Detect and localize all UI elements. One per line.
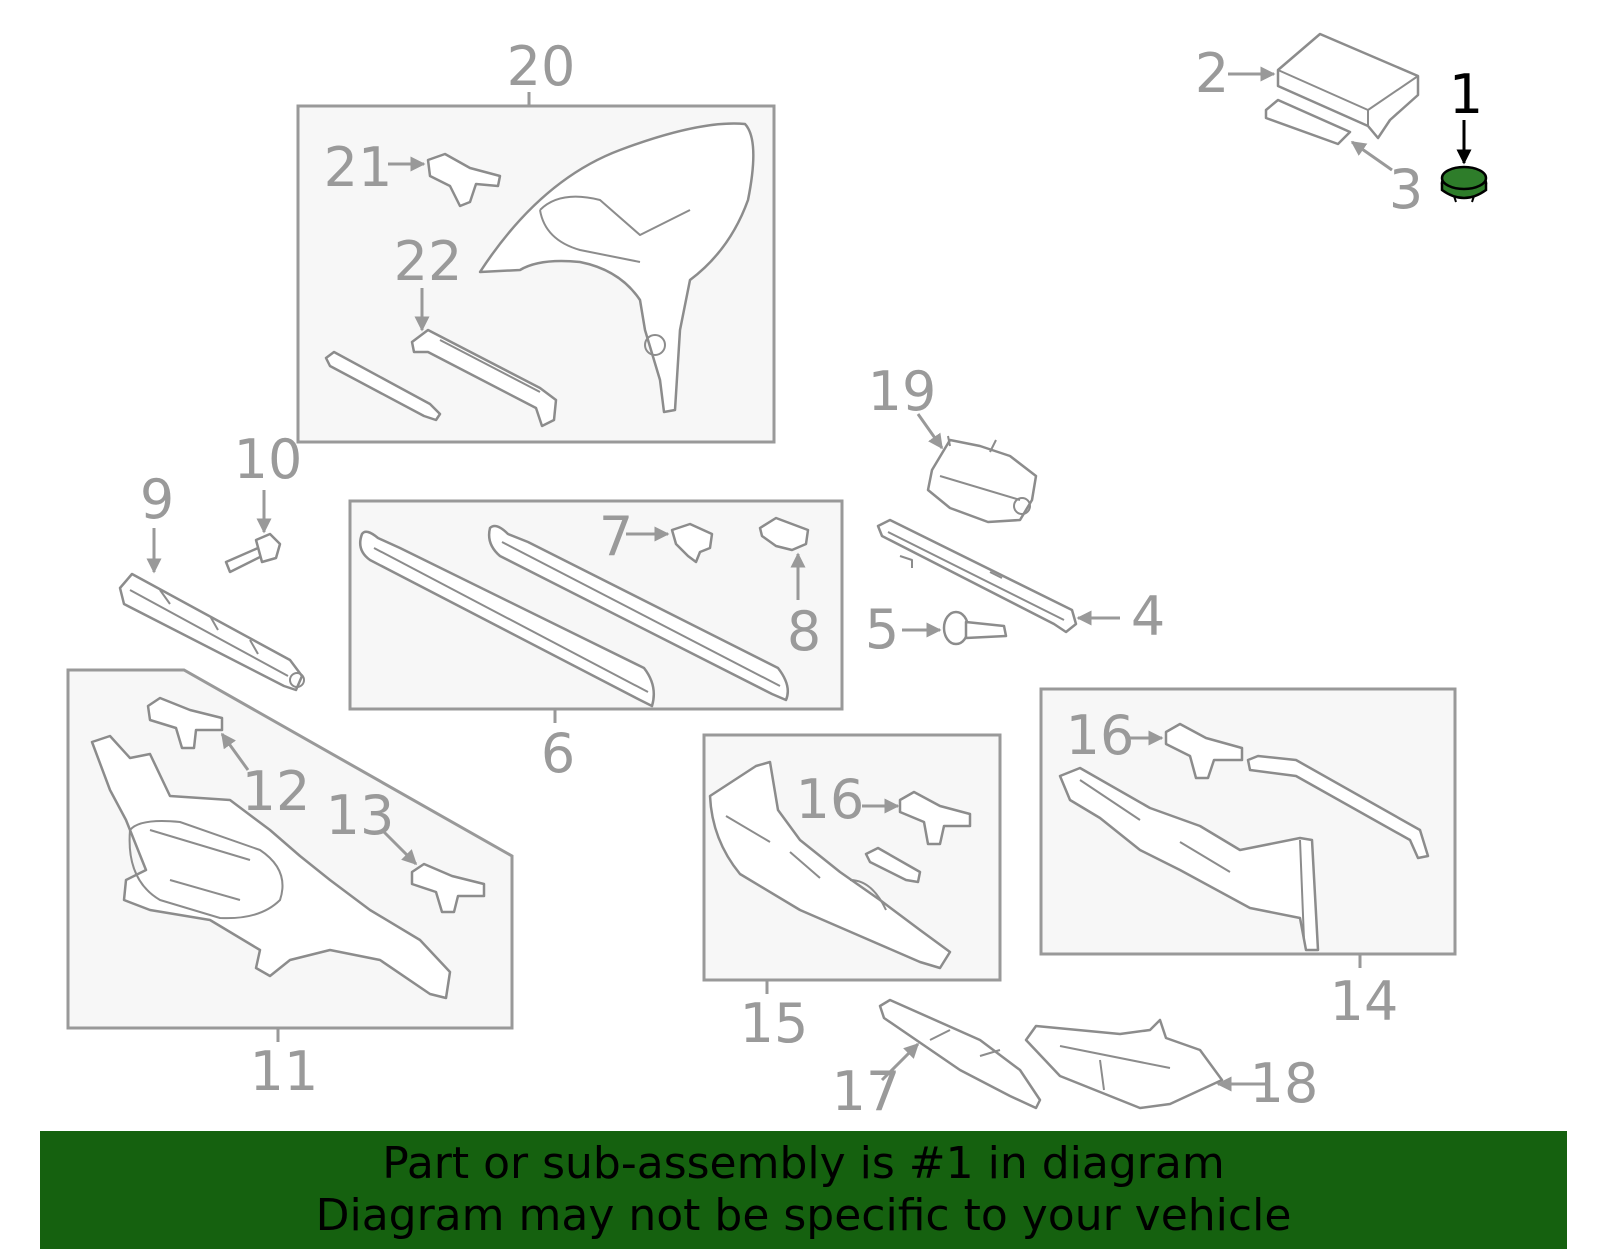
part-22-bar — [410, 328, 558, 428]
part-8-bracket — [758, 516, 810, 552]
part-20-door — [478, 122, 755, 414]
callout-15[interactable]: 15 — [740, 992, 809, 1055]
part-6-moldings — [359, 524, 789, 708]
part-16b-clip — [1164, 722, 1244, 780]
leader-13 — [382, 830, 418, 866]
callout-8[interactable]: 8 — [787, 600, 821, 663]
callout-10[interactable]: 10 — [234, 428, 303, 491]
part-striker-bar — [324, 350, 442, 422]
leader-3 — [1350, 140, 1393, 172]
callout-12[interactable]: 12 — [242, 760, 311, 823]
callout-4[interactable]: 4 — [1131, 585, 1165, 648]
callout-16b[interactable]: 16 — [796, 768, 865, 831]
part-14-rail — [1246, 754, 1430, 860]
callout-21[interactable]: 21 — [324, 136, 393, 199]
part-15-panel — [708, 760, 952, 970]
part-4-bracket — [876, 518, 1078, 634]
part-15-small-clip — [864, 846, 922, 884]
callout-7[interactable]: 7 — [599, 505, 633, 568]
part-10-bolt — [224, 532, 282, 574]
part-7-clip — [670, 522, 714, 564]
disclaimer-banner: Part or sub-assembly is #1 in diagram Di… — [40, 1131, 1567, 1249]
leader-12 — [220, 732, 250, 771]
callout-2[interactable]: 2 — [1195, 42, 1229, 105]
callout-9[interactable]: 9 — [140, 468, 174, 531]
part-19-module — [926, 435, 1038, 524]
part-18-glovebox — [1024, 1018, 1224, 1110]
leader-17 — [880, 1042, 920, 1082]
part-1-grommet[interactable] — [1440, 165, 1488, 203]
callout-19[interactable]: 19 — [868, 360, 937, 423]
part-2-cover — [1276, 32, 1420, 140]
part-11-lower-panel — [90, 734, 452, 1000]
part-3-pad — [1264, 98, 1352, 146]
banner-line-2: Diagram may not be specific to your vehi… — [315, 1190, 1292, 1241]
part-9-bracket — [118, 572, 305, 692]
part-16a-clip — [898, 790, 972, 846]
part-21-clip — [426, 152, 502, 208]
callout-11[interactable]: 11 — [250, 1040, 319, 1103]
part-17-bracket — [878, 998, 1042, 1110]
callout-3[interactable]: 3 — [1389, 158, 1423, 221]
callout-17[interactable]: 17 — [832, 1060, 901, 1123]
callout-20[interactable]: 20 — [507, 35, 576, 98]
callout-6[interactable]: 6 — [541, 722, 575, 785]
part-5-screw — [942, 610, 1008, 646]
banner-line-1: Part or sub-assembly is #1 in diagram — [382, 1138, 1225, 1189]
callout-5[interactable]: 5 — [865, 598, 899, 661]
callout-18[interactable]: 18 — [1250, 1052, 1319, 1115]
callout-1[interactable]: 1 — [1449, 63, 1483, 126]
leader-19 — [916, 413, 944, 450]
callout-16a[interactable]: 16 — [1066, 704, 1135, 767]
callout-22[interactable]: 22 — [394, 230, 463, 293]
part-12-clip — [146, 696, 224, 750]
part-14-panel — [1058, 766, 1320, 952]
callout-14[interactable]: 14 — [1330, 970, 1399, 1033]
part-13-clip — [410, 862, 486, 914]
callout-13[interactable]: 13 — [326, 784, 395, 847]
